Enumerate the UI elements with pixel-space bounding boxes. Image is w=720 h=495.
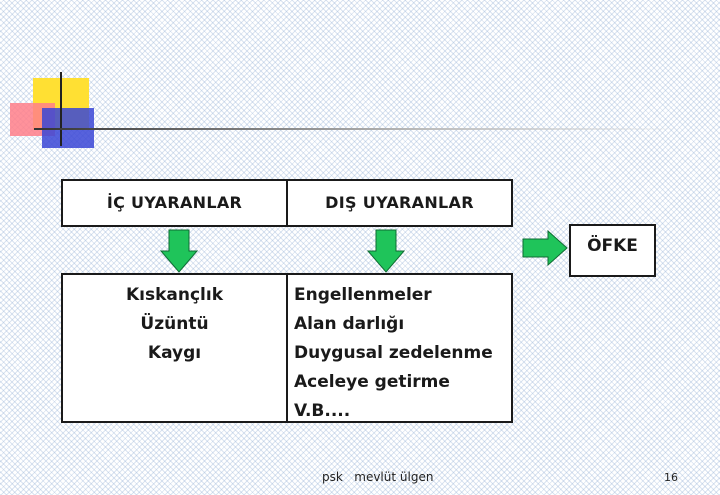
external-stimuli-list-box: Engellenmeler Alan darlığı Duygusal zede…	[286, 273, 513, 423]
list-item: Alan darlığı	[294, 310, 493, 339]
list-item: Kıskançlık	[63, 281, 286, 310]
list-item: Kaygı	[63, 339, 286, 368]
logo-vertical-line	[60, 72, 62, 146]
anger-result-box: ÖFKE	[569, 224, 656, 277]
anger-result-label: ÖFKE	[571, 236, 654, 256]
external-stimuli-header: DIŞ UYARANLAR	[286, 179, 513, 227]
internal-stimuli-header: İÇ UYARANLAR	[61, 179, 287, 227]
footer-author: psk mevlüt ülgen	[322, 470, 433, 484]
arrow-down-icon	[160, 229, 198, 273]
arrow-down-icon	[367, 229, 405, 273]
list-item: Engellenmeler	[294, 281, 493, 310]
internal-stimuli-list: Kıskançlık Üzüntü Kaygı	[63, 281, 286, 368]
list-item: Duygusal zedelenme	[294, 339, 493, 368]
list-item: Üzüntü	[63, 310, 286, 339]
external-stimuli-title: DIŞ UYARANLAR	[288, 193, 511, 212]
internal-stimuli-list-box: Kıskançlık Üzüntü Kaygı	[61, 273, 287, 423]
external-stimuli-list: Engellenmeler Alan darlığı Duygusal zede…	[294, 281, 493, 426]
list-item: Aceleye getirme	[294, 368, 493, 397]
title-divider-line	[34, 128, 682, 130]
page-number: 16	[664, 471, 678, 484]
list-item: V.B....	[294, 397, 493, 426]
internal-stimuli-title: İÇ UYARANLAR	[63, 193, 286, 212]
arrow-right-icon	[522, 230, 568, 266]
